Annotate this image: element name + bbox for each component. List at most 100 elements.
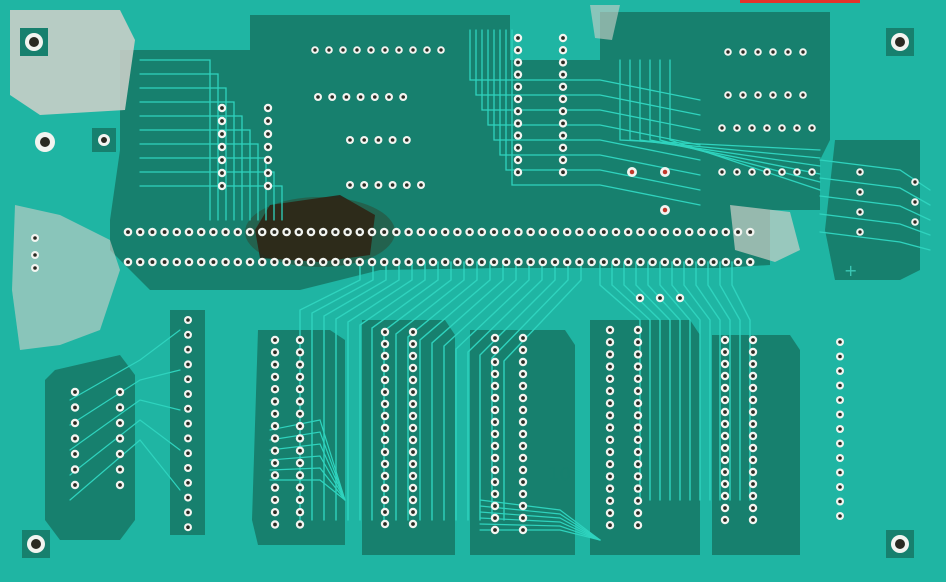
left-strip-pad xyxy=(184,493,192,502)
upper-chip-c-pad xyxy=(513,94,523,104)
bus-header-pad xyxy=(514,257,523,267)
socket1-pad xyxy=(295,471,305,480)
upper-chip-c-pad xyxy=(558,70,568,79)
right-trace xyxy=(819,177,931,206)
bus-header-pad xyxy=(745,257,755,267)
lower-trace xyxy=(479,529,601,541)
right-block-pad xyxy=(911,218,919,226)
upper-chip-a-pad xyxy=(217,142,227,152)
left-strip-pad xyxy=(184,464,192,472)
upper-chip-a-pad xyxy=(263,103,273,113)
upper-chip-a-pad xyxy=(217,168,227,178)
upper-trace xyxy=(139,101,235,221)
socket1-pad xyxy=(270,348,280,357)
bus-header-pad xyxy=(318,227,328,237)
bus-trace xyxy=(323,261,387,521)
upper-right-pad xyxy=(718,124,726,132)
lower-trace xyxy=(479,505,601,541)
top-header-pad xyxy=(437,46,445,54)
right-strip-pad xyxy=(836,454,844,462)
bus-trace xyxy=(407,261,478,521)
bus-header-pad xyxy=(123,257,133,267)
upper-right-pad xyxy=(718,168,726,176)
upper-right-pad xyxy=(733,124,741,132)
socket1-pad xyxy=(270,508,280,517)
bus-header-pad xyxy=(684,227,694,237)
bus-header-pad xyxy=(367,257,377,267)
upper-chip-b-pad xyxy=(346,181,354,189)
upper-chip-c-pad xyxy=(513,82,523,92)
socket5-pad xyxy=(748,335,758,345)
socket5-pad xyxy=(720,515,730,525)
socket1-pad xyxy=(270,397,280,406)
top-header-pad xyxy=(409,46,417,54)
top-header-pad xyxy=(367,46,375,54)
socket4-pad xyxy=(605,472,615,481)
socket3-pad xyxy=(490,405,500,415)
socket3-pad xyxy=(518,345,528,355)
bus-header-pad xyxy=(196,227,206,237)
upper-right-trace xyxy=(639,59,821,167)
socket5-pad xyxy=(748,407,758,417)
socket5-pad xyxy=(720,467,730,477)
socket3-pad xyxy=(518,465,528,475)
upper-chip-c-pad xyxy=(513,70,523,79)
socket4-pad xyxy=(633,350,643,359)
socket1-pad xyxy=(295,409,305,418)
bus-header-pad xyxy=(477,257,487,267)
upper-chip-b-pad xyxy=(374,181,383,189)
socket5-pad xyxy=(720,479,730,489)
socket2-pad xyxy=(380,447,390,457)
socket2-pad xyxy=(408,351,418,361)
socket3-pad xyxy=(518,333,528,343)
socket1-pad xyxy=(270,421,280,431)
bus-header-pad xyxy=(123,227,133,237)
bus-header-pad xyxy=(636,227,645,237)
bus-header-pad xyxy=(611,257,621,267)
upper-chip-c-pad xyxy=(513,119,523,128)
bus-trace xyxy=(623,261,661,501)
bus-header-pad xyxy=(709,227,718,237)
upper-chip-c-pad xyxy=(513,168,523,177)
socket5-pad xyxy=(748,443,758,453)
socket3-pad xyxy=(518,525,528,535)
socket4-pad xyxy=(605,460,615,469)
upper-chip-a-pad xyxy=(263,168,273,178)
bus-header-pad xyxy=(477,227,487,237)
bus-header-pad xyxy=(245,257,255,267)
upper-chip-b-pad xyxy=(374,136,383,144)
socket1-pad xyxy=(270,385,280,394)
lower-trace xyxy=(269,467,346,501)
bus-trace xyxy=(479,261,556,521)
bus-trace xyxy=(695,261,721,501)
bus-header-pad xyxy=(672,257,682,267)
bus-header-pad xyxy=(282,227,291,237)
bus-header-pad xyxy=(465,227,474,237)
right-strip-pad xyxy=(836,410,844,419)
upper-chip-c-pad xyxy=(558,119,568,128)
socket5-pad xyxy=(748,467,758,477)
socket2-pad xyxy=(380,435,390,445)
bus-header-pad xyxy=(148,227,157,237)
left-strip-pad xyxy=(184,330,192,339)
bus-header-pad xyxy=(172,257,182,267)
bus-header-pad xyxy=(282,257,291,267)
socket4-pad xyxy=(633,386,643,396)
bus-trace xyxy=(599,261,641,501)
socket3-pad xyxy=(518,513,528,523)
upper-chip-c-pad xyxy=(558,46,568,55)
bus-header-pad xyxy=(184,227,194,237)
right-strip-pad xyxy=(836,483,844,491)
right-block-pad xyxy=(856,188,864,196)
socket3-pad xyxy=(518,369,528,379)
socket2-pad xyxy=(408,387,418,397)
socket4-pad xyxy=(605,350,615,359)
right-strip-pad xyxy=(836,396,844,404)
bus-header-pad xyxy=(501,257,511,267)
bus-header-pad xyxy=(648,227,657,237)
socket5-pad xyxy=(748,515,758,525)
bus-header-pad xyxy=(233,257,243,267)
upper-right-trace xyxy=(629,59,821,159)
socket3-pad xyxy=(490,333,500,343)
bus-trace xyxy=(443,261,517,521)
